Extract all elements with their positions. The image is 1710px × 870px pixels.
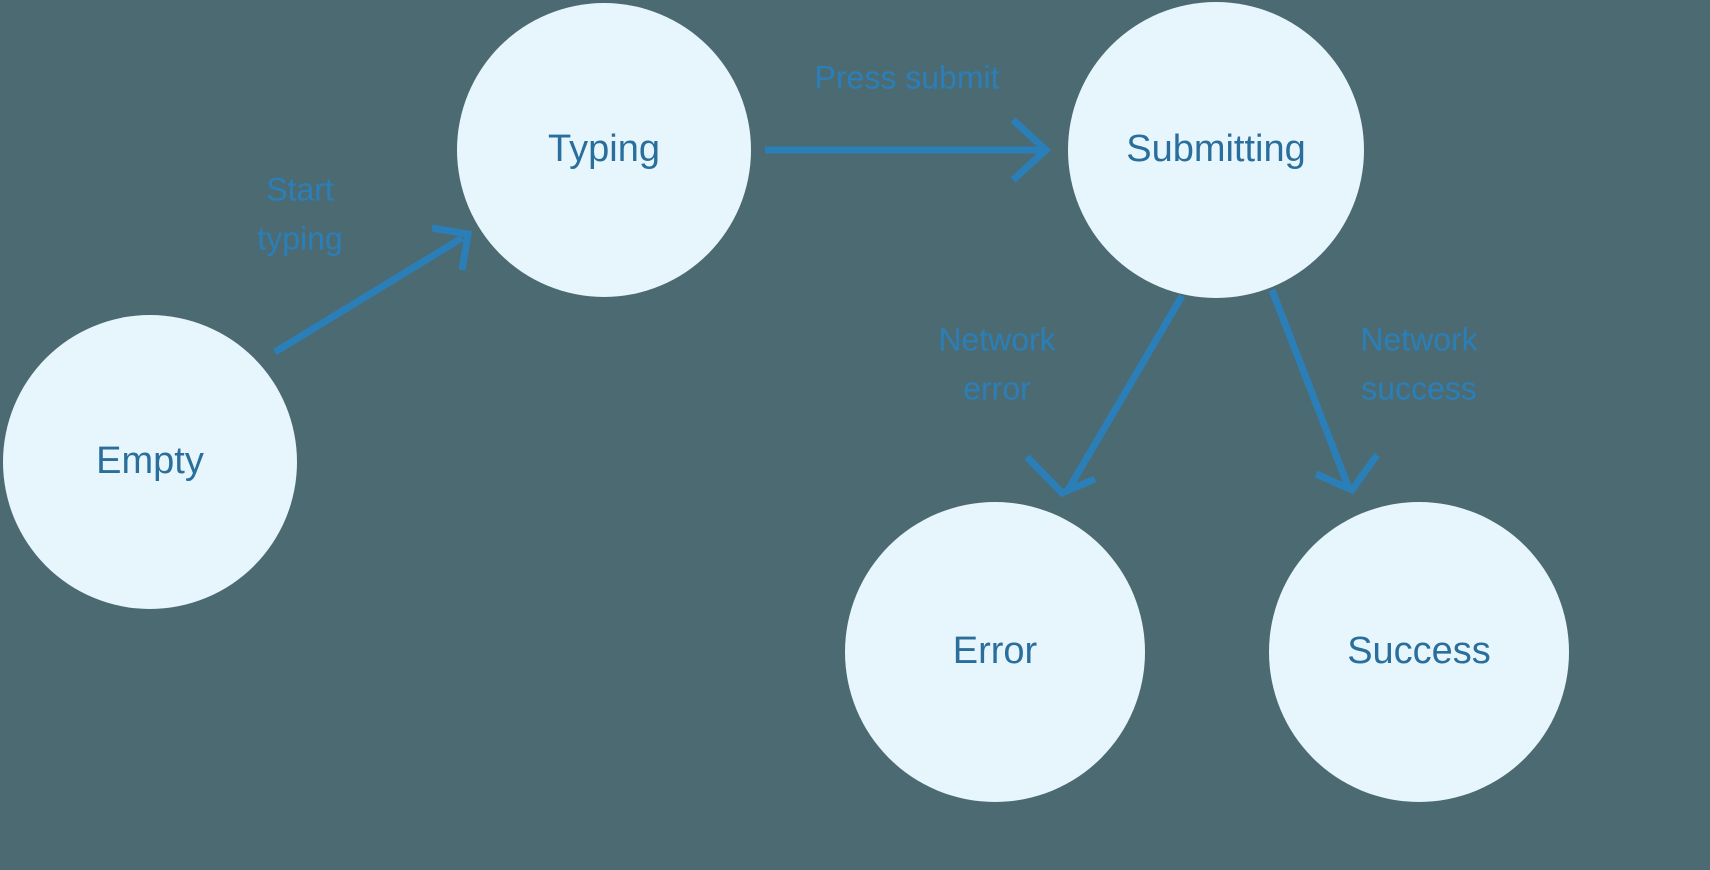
node-empty[interactable]: Empty [3,315,297,609]
arrowhead-empty-to-typing [431,224,473,271]
node-circle-submitting[interactable] [1068,2,1364,298]
node-typing[interactable]: Typing [457,3,751,297]
edge-typing-to-submitting: Press submit [765,59,1052,183]
edge-label-press-submit: Press submit [815,59,1000,95]
node-label-submitting: Submitting [1126,128,1306,170]
edge-label-start-typing-line1: Start [266,171,334,207]
node-label-error: Error [953,630,1038,672]
arrowhead-submitting-to-error [1024,454,1097,498]
node-label-empty: Empty [96,440,204,482]
arrowhead-typing-to-submitting [1010,117,1052,183]
edge-label-network-error-line1: Network [938,321,1056,357]
edge-line-submitting-to-error [1064,294,1186,492]
edge-submitting-to-error: Network error [938,294,1186,498]
node-label-typing: Typing [548,128,660,170]
node-circle-typing[interactable] [457,3,751,297]
edge-line-submitting-to-success [1268,288,1352,488]
node-success[interactable]: Success [1269,502,1569,802]
node-circle-empty[interactable] [3,315,297,609]
node-error[interactable]: Error [845,502,1145,802]
edge-label-network-success-line1: Network [1360,321,1478,357]
edge-line-empty-to-typing [273,235,464,355]
node-submitting[interactable]: Submitting [1068,2,1364,298]
edge-label-network-error-line2: error [963,370,1031,406]
edge-label-start-typing-line2: typing [257,220,342,256]
edge-empty-to-typing: Start typing [257,171,473,355]
edge-label-network-success-line2: success [1361,370,1477,406]
node-label-success: Success [1347,630,1491,672]
edge-submitting-to-success: Network success [1268,288,1479,495]
arrowhead-submitting-to-success [1314,452,1380,495]
node-circle-success[interactable] [1269,502,1569,802]
node-circle-error[interactable] [845,502,1145,802]
